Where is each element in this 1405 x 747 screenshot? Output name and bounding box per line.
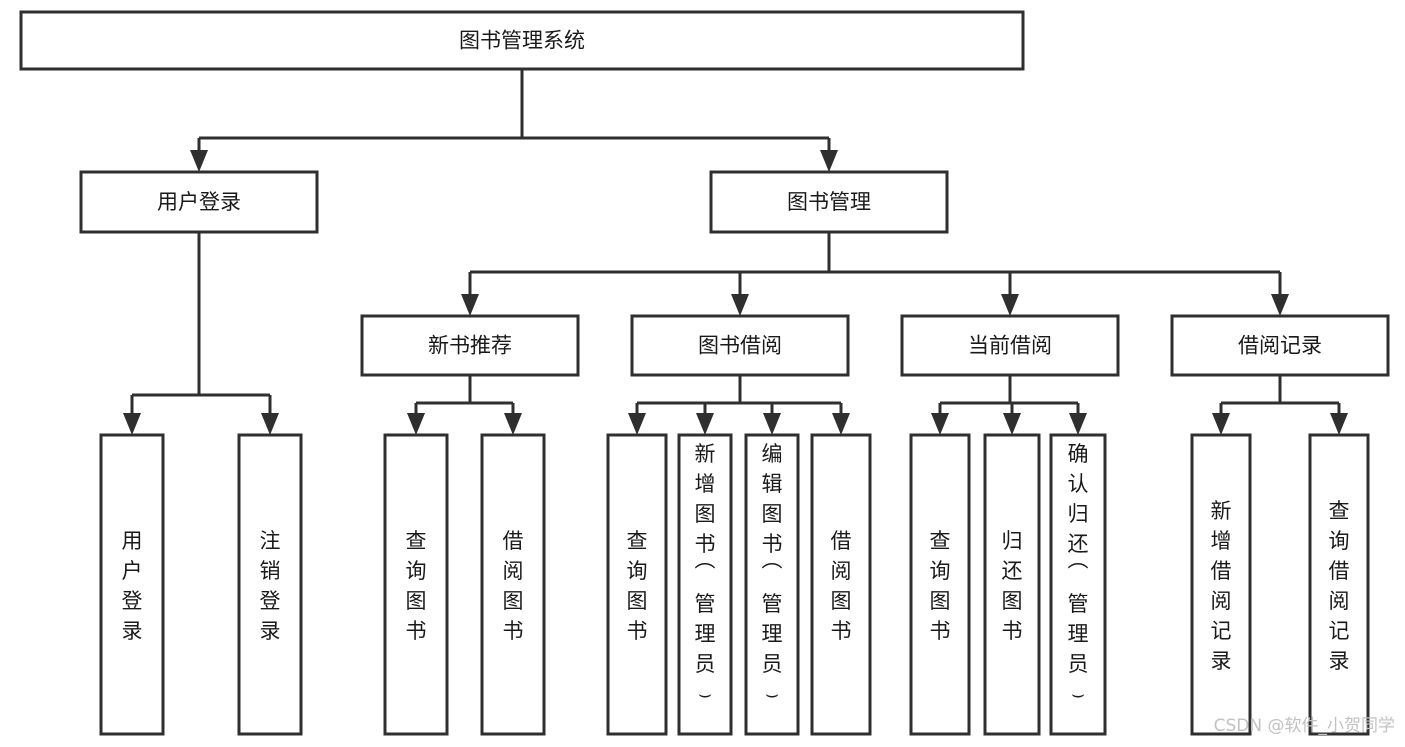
node-label-borrow-record: 借阅记录 [1238, 334, 1322, 358]
node-label-leaf-query-record: 查询借阅记录 [1329, 499, 1350, 673]
connector-arrow-icon [123, 413, 141, 435]
connector-group-user-login [123, 232, 279, 435]
node-leaf-add-record[interactable]: 新增借阅记录 [1190, 433, 1252, 736]
connector-group-current-borrow [931, 375, 1087, 435]
connector-arrow-icon [461, 294, 479, 316]
node-box-borrow-record[interactable] [1170, 314, 1390, 377]
connector-group-book-borrow [628, 375, 850, 435]
node-label-leaf-borrow-book-1: 借阅图书 [503, 529, 524, 643]
node-box-root[interactable] [19, 10, 1025, 71]
connector-arrow-icon [1271, 294, 1289, 316]
node-leaf-query-book-3[interactable]: 查询图书 [909, 433, 971, 736]
node-user-login[interactable]: 用户登录 [79, 170, 319, 234]
node-label-book-manage: 图书管理 [787, 190, 871, 214]
node-layer: 图书管理系统用户登录图书管理新书推荐图书借阅当前借阅借阅记录用户登录注销登录查询… [19, 10, 1390, 736]
node-leaf-logout[interactable]: 注销登录 [237, 433, 303, 736]
connector-group-borrow-record [1212, 375, 1348, 435]
connector-group-new-book-rec [407, 375, 522, 435]
node-leaf-user-login[interactable]: 用户登录 [99, 433, 165, 736]
node-new-book-rec[interactable]: 新书推荐 [360, 314, 580, 377]
node-leaf-add-book[interactable]: 新增图书⌒管理员⌣ [677, 433, 733, 736]
connector-arrow-icon [696, 413, 714, 435]
node-box-leaf-query-book-1[interactable] [383, 433, 449, 736]
connector-group-root [190, 69, 838, 172]
connector-arrow-icon [504, 413, 522, 435]
node-box-leaf-borrow-book-1[interactable] [480, 433, 546, 736]
node-label-leaf-logout: 注销登录 [260, 529, 281, 643]
connector-arrow-icon [763, 413, 781, 435]
node-box-leaf-return-book[interactable] [983, 433, 1041, 736]
node-box-leaf-confirm-return[interactable] [1049, 433, 1107, 736]
connector-arrow-icon [261, 413, 279, 435]
node-leaf-query-book-2[interactable]: 查询图书 [606, 433, 668, 736]
node-leaf-borrow-book-2[interactable]: 借阅图书 [810, 433, 872, 736]
node-leaf-borrow-book-1[interactable]: 借阅图书 [480, 433, 546, 736]
node-label-leaf-borrow-book-2: 借阅图书 [831, 529, 852, 643]
connector-group-book-manage [461, 232, 1289, 316]
node-box-leaf-query-book-2[interactable] [606, 433, 668, 736]
connector-arrow-icon [1001, 294, 1019, 316]
node-label-leaf-query-book-1: 查询图书 [406, 529, 427, 643]
node-box-leaf-query-book-3[interactable] [909, 433, 971, 736]
node-label-leaf-return-book: 归还图书 [1002, 529, 1023, 643]
node-box-leaf-logout[interactable] [237, 433, 303, 736]
node-label-leaf-add-book: 新增图书⌒管理员⌣ [695, 442, 716, 706]
node-borrow-record[interactable]: 借阅记录 [1170, 314, 1390, 377]
node-book-manage[interactable]: 图书管理 [709, 170, 949, 234]
node-label-book-borrow: 图书借阅 [698, 334, 782, 358]
node-box-leaf-user-login[interactable] [99, 433, 165, 736]
connector-arrow-icon [1003, 413, 1021, 435]
node-leaf-confirm-return[interactable]: 确认归还⌒管理员⌣ [1049, 433, 1107, 736]
connector-arrow-icon [731, 294, 749, 316]
connector-arrow-icon [931, 413, 949, 435]
node-leaf-query-book-1[interactable]: 查询图书 [383, 433, 449, 736]
node-box-new-book-rec[interactable] [360, 314, 580, 377]
node-current-borrow[interactable]: 当前借阅 [900, 314, 1120, 377]
connector-arrow-icon [1330, 413, 1348, 435]
node-box-leaf-borrow-book-2[interactable] [810, 433, 872, 736]
node-box-leaf-add-record[interactable] [1190, 433, 1252, 736]
node-box-book-manage[interactable] [709, 170, 949, 234]
node-leaf-return-book[interactable]: 归还图书 [983, 433, 1041, 736]
node-box-current-borrow[interactable] [900, 314, 1120, 377]
node-box-leaf-query-record[interactable] [1308, 433, 1370, 736]
connector-arrow-icon [628, 413, 646, 435]
connector-layer [123, 69, 1348, 435]
node-label-leaf-user-login: 用户登录 [122, 529, 143, 643]
node-box-leaf-edit-book[interactable] [744, 433, 800, 736]
node-leaf-edit-book[interactable]: 编辑图书⌒管理员⌣ [744, 433, 800, 736]
node-label-leaf-query-book-2: 查询图书 [627, 529, 648, 643]
node-label-root: 图书管理系统 [459, 29, 585, 53]
node-book-borrow[interactable]: 图书借阅 [630, 314, 850, 377]
connector-arrow-icon [832, 413, 850, 435]
connector-arrow-icon [190, 150, 208, 172]
node-box-leaf-add-book[interactable] [677, 433, 733, 736]
node-leaf-query-record[interactable]: 查询借阅记录 [1308, 433, 1370, 736]
watermark-label: CSDN @软件_小贺同学 [1214, 716, 1395, 736]
connector-arrow-icon [1069, 413, 1087, 435]
node-label-user-login: 用户登录 [157, 190, 241, 214]
node-label-leaf-add-record: 新增借阅记录 [1211, 499, 1232, 673]
node-label-leaf-query-book-3: 查询图书 [930, 529, 951, 643]
node-label-leaf-confirm-return: 确认归还⌒管理员⌣ [1068, 442, 1089, 706]
node-label-leaf-edit-book: 编辑图书⌒管理员⌣ [762, 442, 783, 706]
connector-arrow-icon [820, 150, 838, 172]
node-label-current-borrow: 当前借阅 [968, 334, 1052, 358]
node-root[interactable]: 图书管理系统 [19, 10, 1025, 71]
connector-arrow-icon [1212, 413, 1230, 435]
connector-arrow-icon [407, 413, 425, 435]
node-box-user-login[interactable] [79, 170, 319, 234]
node-label-new-book-rec: 新书推荐 [428, 334, 512, 358]
node-box-book-borrow[interactable] [630, 314, 850, 377]
